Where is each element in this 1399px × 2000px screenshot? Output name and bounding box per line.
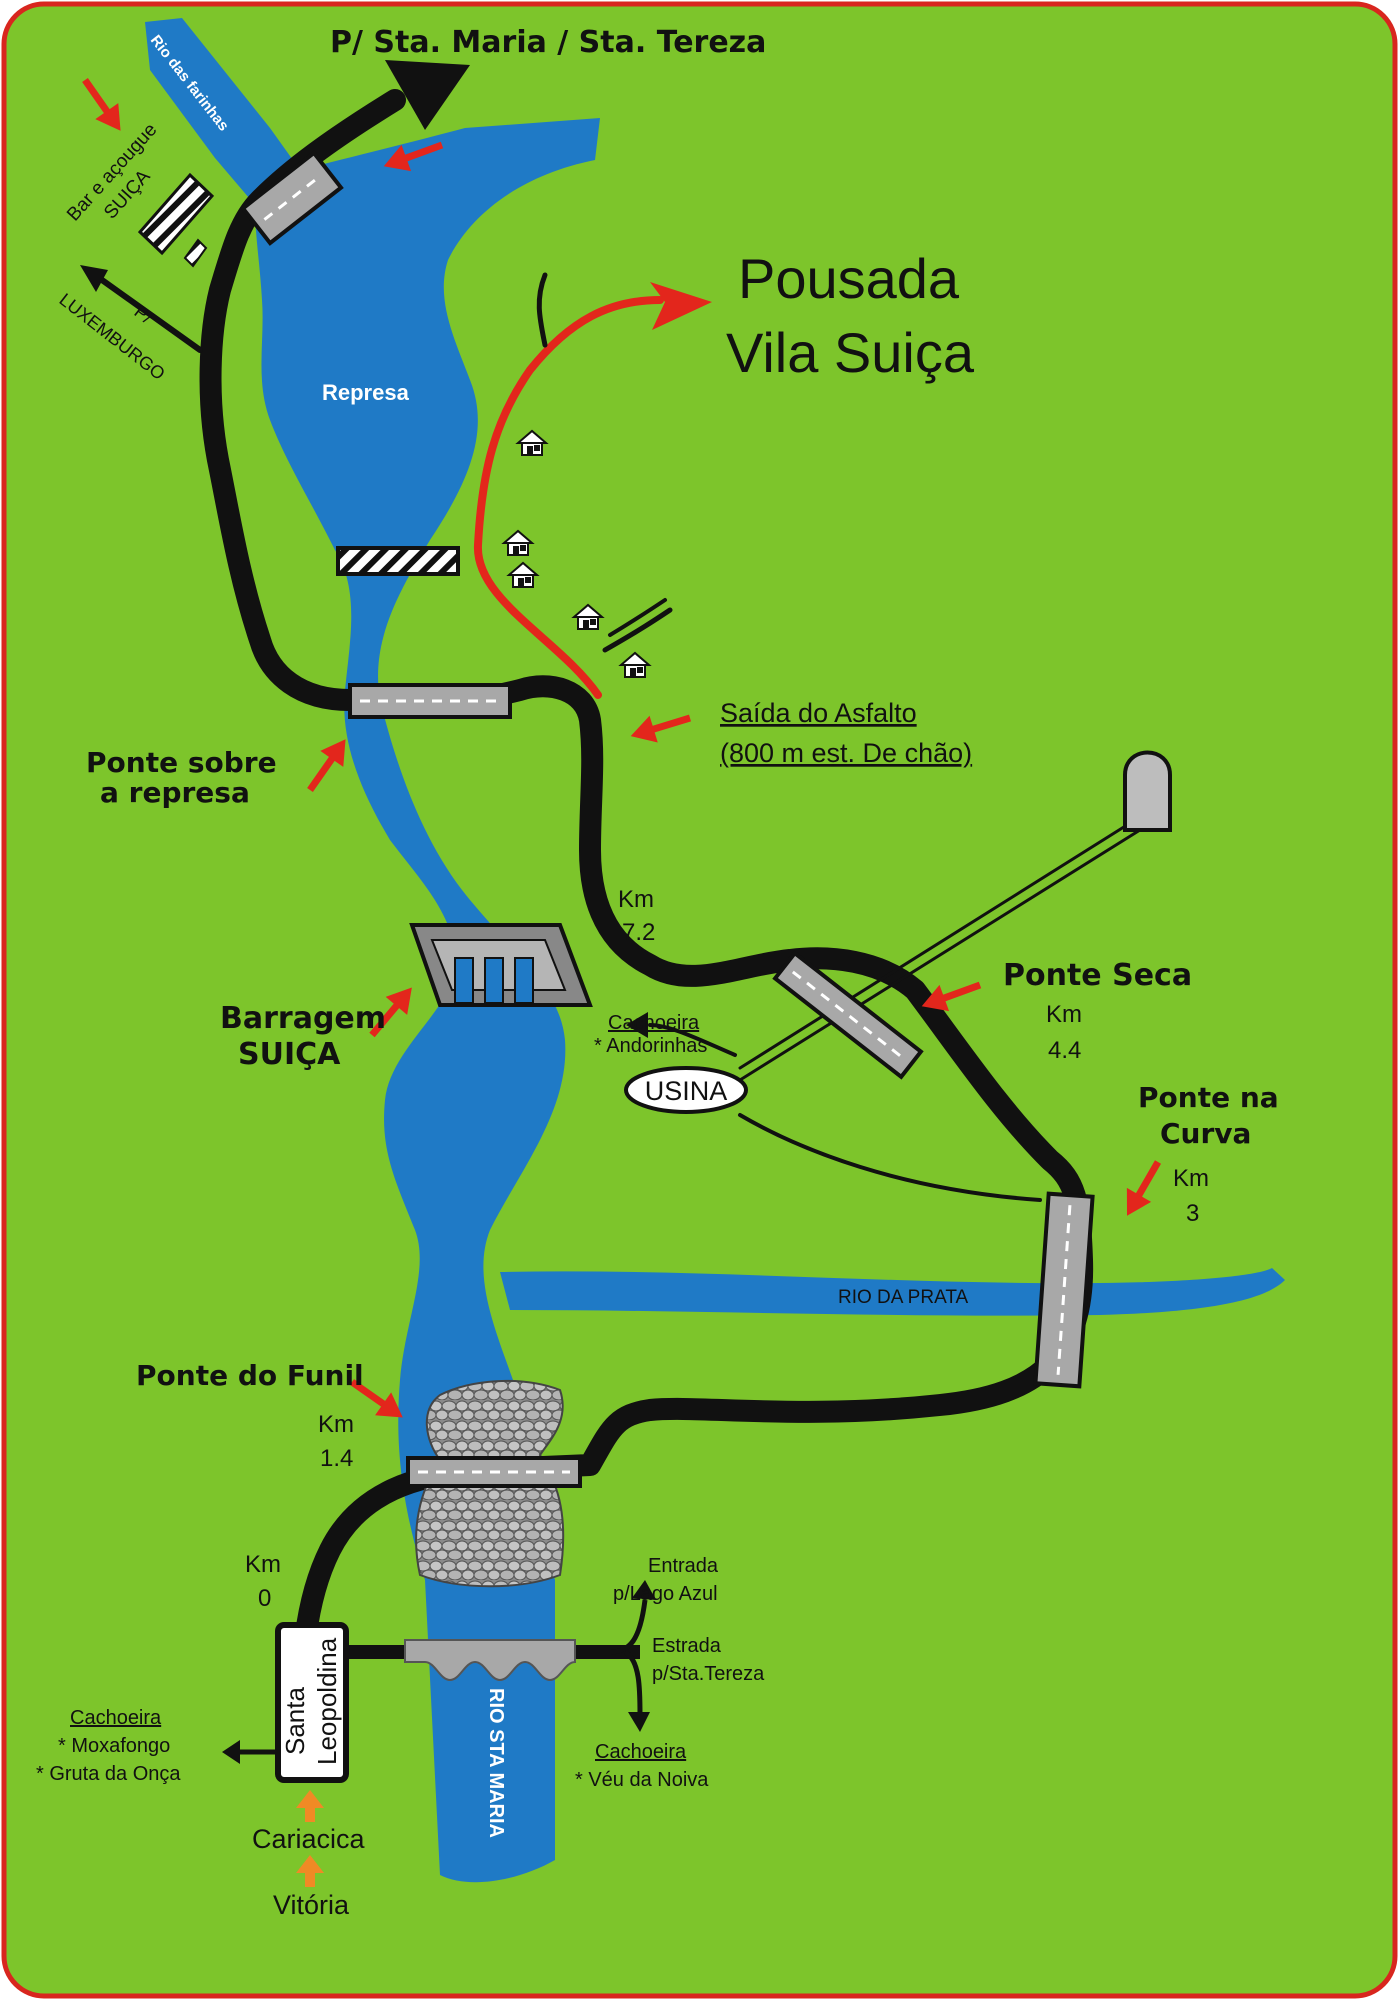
- label-ponte-represa-1: Ponte sobre: [86, 746, 277, 779]
- label-santa-leopoldina-2: Leopoldina: [312, 1637, 342, 1765]
- label-km3-a: Km: [1173, 1165, 1209, 1192]
- barragem-dam: [409, 923, 593, 1007]
- label-ponte-represa-2: a represa: [100, 776, 250, 809]
- label-km3-b: 3: [1186, 1200, 1199, 1227]
- bridge-top: [240, 150, 344, 246]
- label-km14-b: 1.4: [320, 1445, 353, 1472]
- bar-acougue-building: [137, 172, 215, 268]
- label-saida-asfalto-2: (800 m est. De chão): [720, 738, 972, 768]
- red-arrow: [1126, 1160, 1162, 1216]
- orange-up-arrow: [296, 1790, 324, 1822]
- tunnel-entrance: [1123, 750, 1172, 832]
- usina-ellipse: [624, 1066, 748, 1114]
- label-estrada-tereza-2: p/Sta.Tereza: [652, 1663, 765, 1685]
- destination-line1: Pousada: [738, 247, 960, 310]
- label-cariacica: Cariacica: [252, 1824, 366, 1854]
- red-arrow: [349, 1379, 403, 1418]
- arrowhead-luxemburgo: [80, 265, 108, 292]
- bridge-ponte-sobre-represa: [348, 683, 512, 719]
- label-km44-b: 4.4: [1048, 1037, 1081, 1064]
- access-road-pousada: [473, 272, 673, 699]
- label-barragem-2: SUIÇA: [238, 1037, 341, 1072]
- bridge-ponte-seca: [772, 950, 924, 1080]
- bridge-ponte-na-curva: [1033, 1191, 1095, 1389]
- red-arrow: [921, 981, 982, 1012]
- bridge-represa-crossing: [336, 546, 460, 576]
- destination-line2: Vila Suiça: [726, 321, 975, 384]
- label-cachoeira-veu-2: * Véu da Noiva: [575, 1769, 709, 1791]
- label-saida-asfalto-1: Saída do Asfalto: [720, 698, 917, 728]
- label-rio-da-prata: RIO DA PRATA: [838, 1287, 969, 1308]
- label-vitoria: Vitória: [273, 1890, 350, 1920]
- usina-roads: [648, 818, 1142, 1202]
- house-icon: [506, 561, 540, 588]
- label-ponte-curva-2: Curva: [1160, 1117, 1251, 1150]
- label-cachoeira-moxa-3: * Gruta da Onça: [36, 1763, 181, 1785]
- label-entrada-lago-1: Entrada: [648, 1555, 719, 1577]
- label-km44-a: Km: [1046, 1001, 1082, 1028]
- house-icon: [618, 651, 652, 678]
- houses: [501, 429, 652, 678]
- arrowhead-sta-maria: [385, 60, 470, 130]
- label-usina: USINA: [645, 1076, 728, 1106]
- rio-das-farinhas: [145, 18, 300, 205]
- lower-road-and-arch-bridge: [345, 1580, 656, 1732]
- label-sta-maria-tereza: P/ Sta. Maria / Sta. Tereza: [330, 25, 766, 60]
- red-arrow: [307, 739, 346, 793]
- andorinhas-arrow: [626, 1012, 648, 1038]
- red-arrow: [82, 77, 121, 131]
- label-entrada-lago-2: p/Lago Azul: [613, 1583, 718, 1605]
- label-cachoeira-andorinhas-1: Cachoeira: [608, 1012, 700, 1034]
- bridges: [240, 150, 1095, 1389]
- house-icon: [501, 529, 535, 556]
- red-arrow: [369, 987, 412, 1038]
- label-represa: Represa: [322, 380, 410, 405]
- label-cachoeira-andorinhas-2: * Andorinhas: [594, 1035, 707, 1057]
- label-ponte-funil: Ponte do Funil: [136, 1359, 364, 1392]
- label-km0-a: Km: [245, 1551, 281, 1578]
- santa-leopoldina-box: [222, 1622, 349, 1783]
- label-barragem-1: Barragem: [220, 1001, 386, 1036]
- orange-up-arrow: [296, 1855, 324, 1887]
- red-arrow: [383, 141, 444, 172]
- ponte-do-funil: [406, 1379, 582, 1588]
- label-estrada-tereza-1: Estrada: [652, 1635, 722, 1657]
- label-ponte-seca: Ponte Seca: [1003, 958, 1192, 993]
- orange-arrows: [296, 1790, 324, 1887]
- red-arrow: [630, 714, 692, 743]
- label-km14-a: Km: [318, 1411, 354, 1438]
- label-km72-b: 7.2: [622, 919, 655, 946]
- main-road: [92, 89, 1094, 1771]
- pointer-arrows: [82, 77, 1162, 1418]
- label-cachoeira-veu-1: Cachoeira: [595, 1741, 687, 1763]
- label-rio-sta-maria: RIO STA MARIA: [485, 1688, 507, 1838]
- label-cachoeira-moxa-2: * Moxafongo: [58, 1735, 170, 1757]
- label-km0-b: 0: [258, 1585, 271, 1612]
- label-cachoeira-moxa-1: Cachoeira: [70, 1707, 162, 1729]
- house-icon: [571, 603, 605, 630]
- arrowhead-pousada: [650, 282, 712, 330]
- label-ponte-curva-1: Ponte na: [1138, 1081, 1279, 1114]
- label-santa-leopoldina-1: Santa: [280, 1687, 310, 1755]
- label-km72-a: Km: [618, 886, 654, 913]
- house-icon: [515, 429, 549, 456]
